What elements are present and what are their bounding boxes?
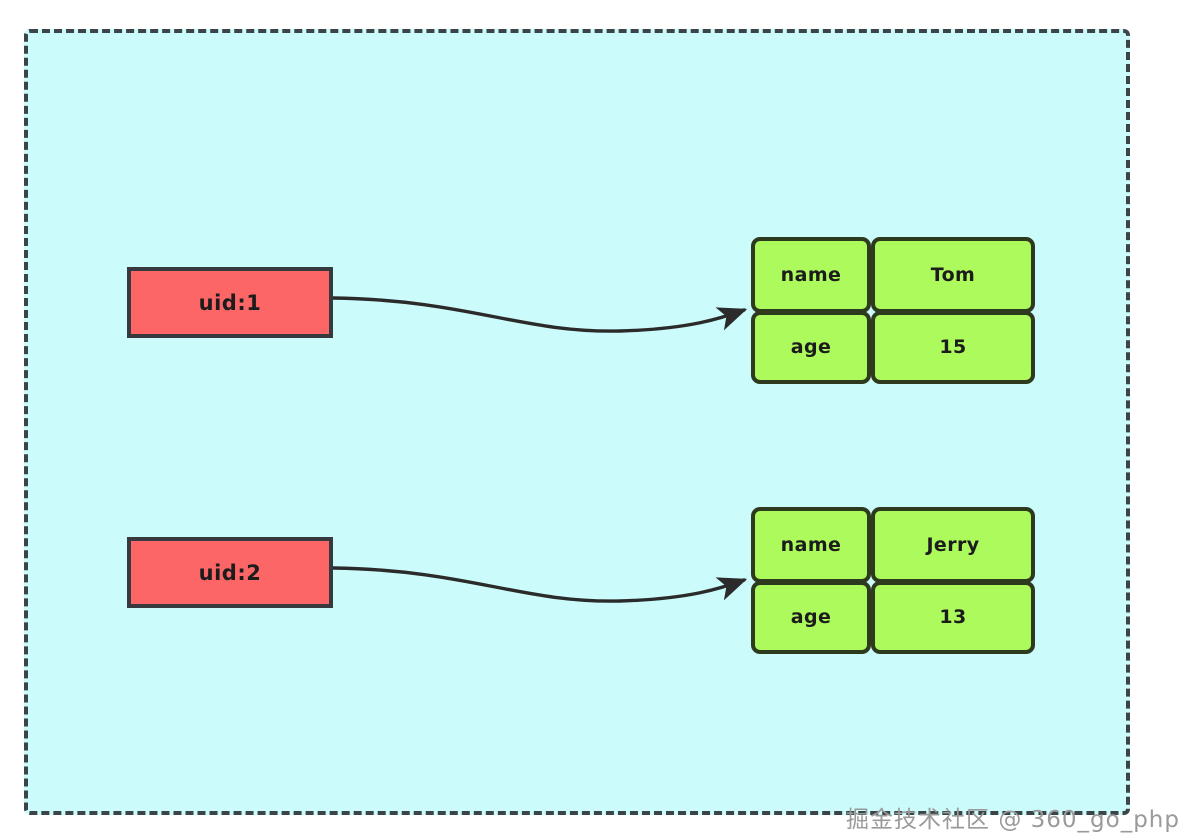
hash-value-label: Tom bbox=[930, 263, 976, 286]
hash-value-cell[interactable]: Jerry bbox=[871, 507, 1035, 583]
hash-table-2: name Jerry age 13 bbox=[751, 507, 1035, 654]
watermark-text: 掘金技术社区 @ 360_go_php bbox=[846, 807, 1180, 833]
hash-table-row: age 15 bbox=[751, 310, 1035, 384]
hash-table-row: age 13 bbox=[751, 580, 1035, 654]
hash-value-label: 15 bbox=[939, 336, 967, 359]
dashed-container bbox=[24, 29, 1130, 815]
key-node-label: uid:2 bbox=[198, 560, 262, 585]
hash-field-cell[interactable]: age bbox=[751, 580, 871, 654]
hash-table-row: name Tom bbox=[751, 237, 1035, 313]
hash-field-cell[interactable]: name bbox=[751, 237, 871, 313]
hash-field-cell[interactable]: name bbox=[751, 507, 871, 583]
hash-field-label: name bbox=[780, 263, 842, 286]
hash-field-label: age bbox=[790, 606, 832, 629]
key-node-uid2[interactable]: uid:2 bbox=[127, 537, 333, 608]
hash-table-row: name Jerry bbox=[751, 507, 1035, 583]
hash-value-label: 13 bbox=[939, 606, 967, 629]
hash-table-1: name Tom age 15 bbox=[751, 237, 1035, 384]
hash-value-cell[interactable]: Tom bbox=[871, 237, 1035, 313]
hash-field-cell[interactable]: age bbox=[751, 310, 871, 384]
hash-value-cell[interactable]: 13 bbox=[871, 580, 1035, 654]
hash-value-label: Jerry bbox=[926, 533, 980, 556]
key-node-label: uid:1 bbox=[198, 290, 262, 315]
hash-value-cell[interactable]: 15 bbox=[871, 310, 1035, 384]
hash-field-label: name bbox=[780, 533, 842, 556]
key-node-uid1[interactable]: uid:1 bbox=[127, 267, 333, 338]
hash-field-label: age bbox=[790, 336, 832, 359]
